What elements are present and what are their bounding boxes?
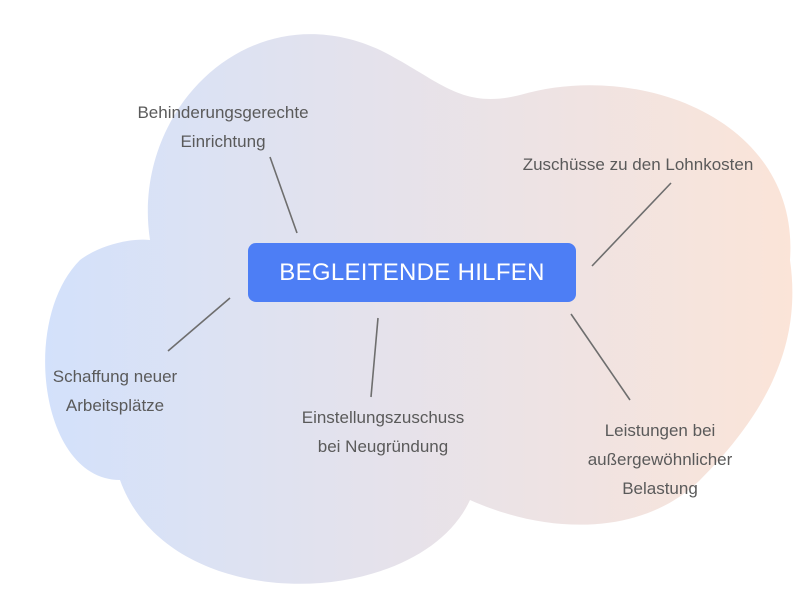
- branch-label-einstellungszuschuss[interactable]: Einstellungszuschuss bei Neugründung: [273, 403, 493, 461]
- branch-label-schaffung[interactable]: Schaffung neuer Arbeitsplätze: [25, 362, 205, 420]
- branch-label-line: außergewöhnlicher: [587, 450, 733, 469]
- cloud-shape: [45, 34, 793, 584]
- branch-label-line: Schaffung neuer: [52, 367, 178, 386]
- branch-label-line: bei Neugründung: [317, 437, 449, 456]
- branch-label-line: Zuschüsse zu den Lohnkosten: [522, 155, 754, 174]
- branch-label-leistungen[interactable]: Leistungen bei außergewöhnlicher Belastu…: [560, 416, 760, 503]
- connector-schaffung: [167, 297, 231, 352]
- branch-label-line: Behinderungsgerechte: [137, 103, 309, 122]
- branch-label-zuschuesse[interactable]: Zuschüsse zu den Lohnkosten: [488, 150, 788, 179]
- connector-zuschuesse: [591, 182, 672, 267]
- central-topic-label: BEGLEITENDE HILFEN: [279, 258, 545, 286]
- connector-leistungen: [570, 313, 631, 401]
- connector-behinderungsgerechte: [269, 156, 298, 234]
- central-topic-box[interactable]: BEGLEITENDE HILFEN: [248, 243, 576, 302]
- branch-label-line: Einstellungszuschuss: [301, 408, 465, 427]
- branch-label-line: Belastung: [622, 479, 698, 498]
- branch-label-line: Arbeitsplätze: [65, 396, 165, 415]
- branch-label-behinderungsgerechte[interactable]: Behinderungsgerechte Einrichtung: [111, 98, 335, 156]
- branch-label-line: Leistungen bei: [604, 421, 716, 440]
- connector-einstellungszuschuss: [370, 317, 379, 398]
- branch-label-line: Einrichtung: [180, 132, 266, 151]
